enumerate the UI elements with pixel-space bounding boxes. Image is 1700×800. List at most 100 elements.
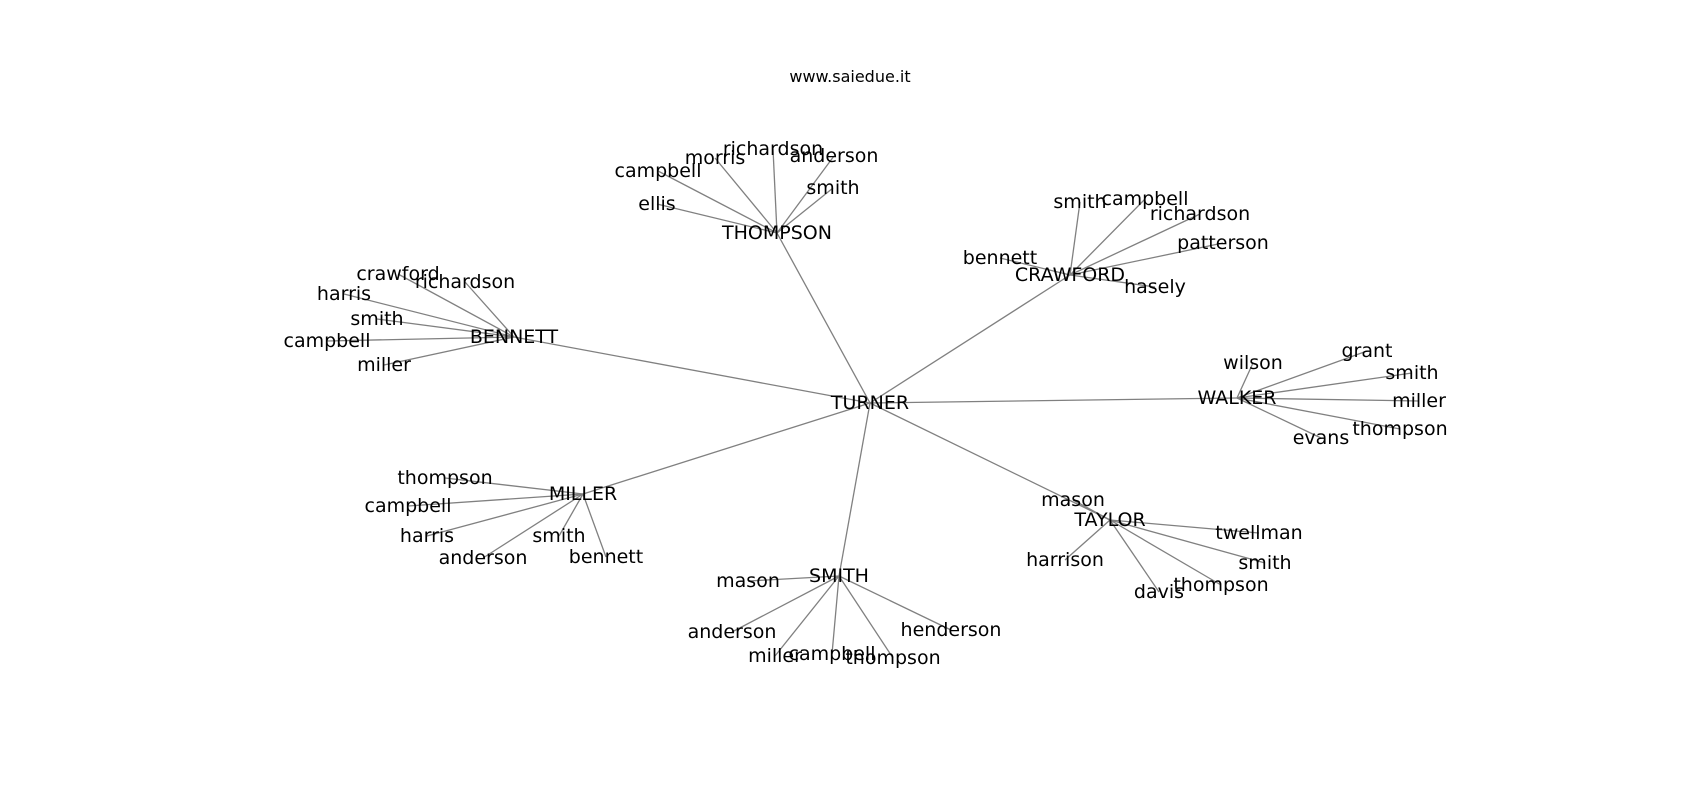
node-leaf-crawford-bennett: bennett <box>963 247 1037 269</box>
edge-thompson-campbell <box>657 170 778 234</box>
edge-miller-bennett <box>582 493 607 558</box>
node-leaf-miller-anderson: anderson <box>439 547 528 569</box>
edge-miller-anderson <box>482 493 584 559</box>
edge-smith-campbell <box>831 575 840 655</box>
node-leaf-bennett-richardson: richardson <box>415 271 515 293</box>
edge-smith-mason <box>747 575 840 582</box>
edge-miller-harris <box>426 493 584 537</box>
node-hub-crawford: CRAWFORD <box>1015 264 1125 286</box>
node-leaf-miller-harris: harris <box>400 525 454 547</box>
edge-root-walker <box>869 397 1238 404</box>
node-leaf-walker-wilson: wilson <box>1223 352 1283 374</box>
node-leaf-bennett-campbell: campbell <box>284 330 371 352</box>
edge-smith-miller <box>774 575 840 657</box>
edge-miller-smith <box>558 493 584 537</box>
node-root: TURNER <box>830 392 909 414</box>
node-leaf-bennett-miller: miller <box>357 354 411 376</box>
node-leaf-smith-miller: miller <box>748 645 802 667</box>
node-hub-miller: MILLER <box>549 483 617 505</box>
node-leaf-smith-anderson: anderson <box>688 621 777 643</box>
edge-crawford-bennett <box>999 257 1071 276</box>
edge-thompson-ellis <box>656 203 778 234</box>
node-leaf-miller-bennett: bennett <box>569 546 643 568</box>
node-leaf-taylor-smith: smith <box>1238 552 1291 574</box>
edge-thompson-smith <box>776 187 834 234</box>
edge-crawford-smith <box>1069 201 1081 276</box>
edge-root-crawford <box>869 274 1071 404</box>
edge-bennett-crawford <box>397 273 515 338</box>
node-leaf-smith-henderson: henderson <box>901 619 1002 641</box>
node-leaf-walker-evans: evans <box>1293 427 1350 449</box>
node-hub-bennett: BENNETT <box>470 326 559 348</box>
node-leaf-smith-thompson: thompson <box>845 647 940 669</box>
edge-walker-evans <box>1236 397 1322 439</box>
node-leaf-walker-smith: smith <box>1385 362 1438 384</box>
node-leaf-miller-thompson: thompson <box>397 467 492 489</box>
edge-root-bennett <box>513 336 871 404</box>
node-leaf-bennett-harris: harris <box>317 283 371 305</box>
edge-taylor-mason <box>1072 499 1111 521</box>
node-leaf-walker-grant: grant <box>1341 340 1392 362</box>
edge-root-miller <box>582 402 871 495</box>
node-leaf-thompson-smith: smith <box>806 177 859 199</box>
node-leaf-bennett-smith: smith <box>350 308 403 330</box>
node-leaf-taylor-mason: mason <box>1041 489 1105 511</box>
edge-walker-wilson <box>1236 362 1254 399</box>
node-leaf-thompson-campbell: campbell <box>615 160 702 182</box>
edge-crawford-richardson <box>1069 213 1201 276</box>
node-leaf-taylor-harrison: harrison <box>1026 549 1104 571</box>
edge-walker-grant <box>1236 350 1368 399</box>
node-hub-smith: SMITH <box>809 565 869 587</box>
node-hub-walker: WALKER <box>1198 387 1277 409</box>
edge-crawford-patterson <box>1069 242 1224 276</box>
edge-thompson-richardson <box>772 148 778 234</box>
node-hub-thompson: THOMPSON <box>721 222 832 244</box>
node-leaf-thompson-anderson: anderson <box>790 145 879 167</box>
edges <box>326 148 1420 659</box>
edge-bennett-campbell <box>326 336 515 342</box>
node-leaf-crawford-richardson: richardson <box>1150 203 1250 225</box>
node-leaf-thompson-richardson: richardson <box>723 138 823 160</box>
node-hub-taylor: TAYLOR <box>1073 509 1145 531</box>
edge-taylor-davis <box>1109 519 1160 593</box>
node-leaf-taylor-thompson: thompson <box>1173 574 1268 596</box>
edge-root-smith <box>838 402 871 577</box>
edge-taylor-twellman <box>1109 519 1260 534</box>
edge-thompson-morris <box>714 157 778 234</box>
edge-walker-smith <box>1236 372 1413 399</box>
node-leaf-taylor-twellman: twellman <box>1215 522 1302 544</box>
node-leaf-crawford-hasely: hasely <box>1124 276 1186 298</box>
edge-bennett-richardson <box>464 281 515 338</box>
node-leaf-taylor-davis: davis <box>1134 581 1184 603</box>
edge-thompson-anderson <box>776 155 835 234</box>
edge-walker-miller <box>1236 397 1420 402</box>
edge-miller-thompson <box>444 477 584 495</box>
node-leaf-smith-mason: mason <box>716 570 780 592</box>
node-leaf-crawford-smith: smith <box>1053 191 1106 213</box>
node-leaf-walker-miller: miller <box>1392 390 1446 412</box>
edge-taylor-smith <box>1109 519 1266 564</box>
node-leaf-thompson-ellis: ellis <box>638 193 675 215</box>
edge-crawford-campbell <box>1069 198 1146 276</box>
edge-taylor-harrison <box>1064 519 1111 561</box>
node-leaf-crawford-campbell: campbell <box>1102 188 1189 210</box>
edge-bennett-harris <box>343 293 515 338</box>
edge-smith-henderson <box>838 575 952 631</box>
node-leaf-bennett-crawford: crawford <box>356 263 439 285</box>
node-leaf-miller-campbell: campbell <box>365 495 452 517</box>
node-labels: TURNERTHOMPSONelliscampbellmorrisrichard… <box>284 138 1448 669</box>
node-leaf-thompson-morris: morris <box>685 147 746 169</box>
edge-smith-anderson <box>731 575 840 633</box>
edge-bennett-miller <box>383 336 515 366</box>
edge-root-thompson <box>776 232 871 404</box>
edge-crawford-hasely <box>1069 274 1156 288</box>
edge-bennett-smith <box>376 318 515 338</box>
node-leaf-crawford-patterson: patterson <box>1177 232 1269 254</box>
edge-smith-thompson <box>838 575 894 659</box>
edge-taylor-thompson <box>1109 519 1222 586</box>
diagram-title: www.saiedue.it <box>789 67 910 86</box>
node-leaf-miller-smith: smith <box>532 525 585 547</box>
edge-root-taylor <box>869 402 1111 521</box>
node-leaf-smith-campbell: campbell <box>789 643 876 665</box>
